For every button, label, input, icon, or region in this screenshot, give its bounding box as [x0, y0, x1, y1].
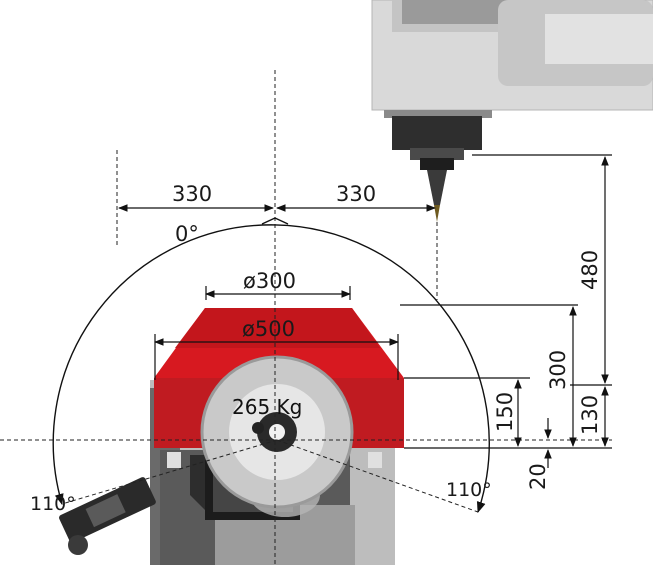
tilt-arc — [52, 217, 490, 514]
spindle-height-label: 480 — [578, 250, 602, 290]
bottom-diameter-label: ø500 — [242, 317, 295, 341]
right-tilt-label: 110° — [446, 479, 492, 501]
max-load-label: 265 Kg — [232, 395, 302, 419]
height-20-label: 20 — [526, 463, 550, 490]
right-offset-label: 330 — [336, 182, 376, 206]
top-diameter-label: ø300 — [243, 269, 296, 293]
left-tilt-label: 110° — [30, 493, 76, 515]
dimension-lines — [118, 154, 612, 468]
center-angle-label: 0° — [175, 222, 199, 246]
table-height-label: 300 — [546, 350, 570, 390]
height-150-label: 150 — [493, 392, 517, 432]
height-130-label: 130 — [578, 395, 602, 435]
spindle-head — [371, 0, 653, 222]
tilt-actuator — [59, 477, 156, 555]
left-offset-label: 330 — [172, 182, 212, 206]
